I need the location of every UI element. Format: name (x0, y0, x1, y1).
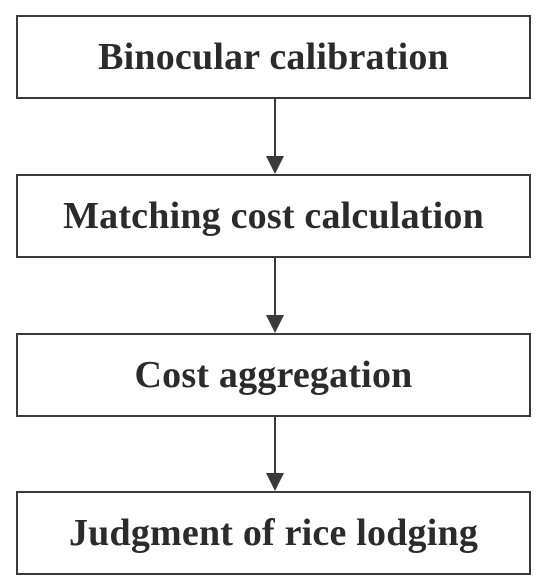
step-label: Matching cost calculation (63, 195, 484, 237)
arrow-shaft (274, 417, 276, 474)
step-matching-cost-calculation-box: Matching cost calculation (16, 174, 531, 258)
arrow-head (266, 473, 284, 491)
down-arrow-icon (265, 417, 285, 491)
step-label: Cost aggregation (134, 354, 413, 396)
arrow-shaft (274, 99, 276, 157)
down-arrow-icon (265, 258, 285, 333)
arrow-head (266, 156, 284, 174)
step-label: Binocular calibration (98, 36, 449, 78)
step-cost-aggregation-box: Cost aggregation (16, 333, 531, 417)
arrow-head (266, 315, 284, 333)
down-arrow-icon (265, 99, 285, 174)
step-label: Judgment of rice lodging (68, 512, 479, 554)
step-judgment-of-rice-lodging-box: Judgment of rice lodging (16, 491, 531, 575)
arrow-shaft (274, 258, 276, 316)
step-binocular-calibration-box: Binocular calibration (16, 15, 531, 99)
